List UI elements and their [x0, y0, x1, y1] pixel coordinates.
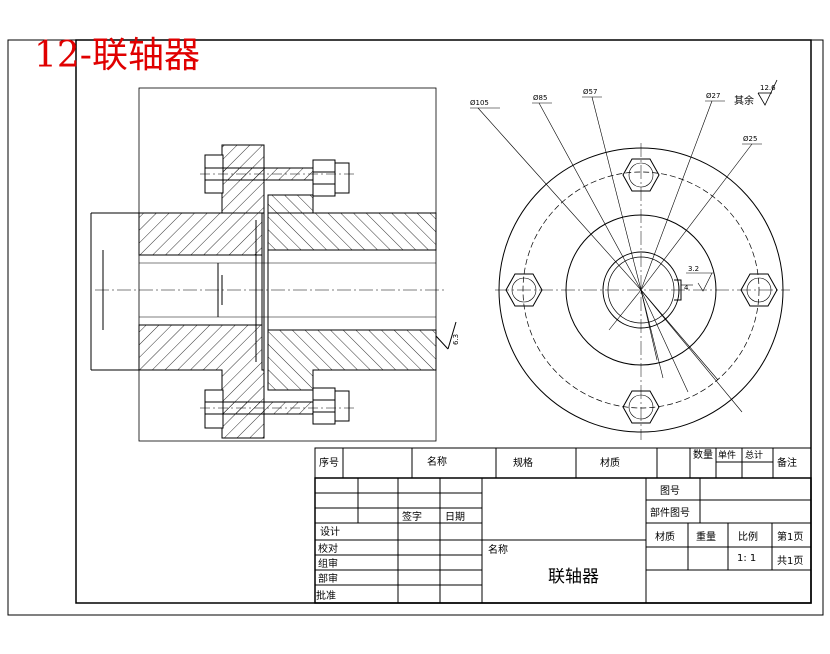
col-unit: 单件	[718, 449, 736, 461]
tb-dept-review: 部审	[318, 572, 338, 585]
parts-table	[314, 447, 812, 479]
col-remark: 备注	[777, 456, 797, 469]
tb-sign: 签字	[402, 510, 422, 523]
tb-design: 设计	[320, 525, 340, 538]
tb-date: 日期	[445, 511, 465, 523]
page-title: 12-联轴器	[34, 35, 200, 76]
tb-name-value: 联轴器	[548, 567, 599, 587]
tb-material: 材质	[655, 530, 675, 543]
dim-d57: Ø57	[583, 88, 597, 96]
tb-check: 校对	[318, 542, 338, 555]
tb-total-sheets: 共1页	[777, 555, 803, 567]
col-name: 名称	[427, 455, 447, 468]
col-material: 材质	[600, 456, 620, 469]
tb-weight: 重量	[696, 530, 716, 543]
keyway-dim: 4	[684, 284, 689, 292]
outer-frame	[7, 39, 824, 616]
end-view	[470, 79, 790, 440]
col-seq: 序号	[319, 456, 339, 469]
surface-finish-left: 6.3	[452, 334, 460, 345]
dim-d27: Ø27	[706, 92, 720, 100]
tb-part-no: 部件图号	[650, 506, 690, 519]
tb-drawing-no: 图号	[660, 485, 680, 497]
rest-roughness-value: 12.6	[760, 84, 776, 92]
title-block	[314, 477, 812, 604]
tb-scale: 比例	[738, 530, 758, 543]
inner-frame	[75, 39, 812, 604]
col-qty: 数量	[693, 448, 713, 461]
dim-d105: Ø105	[470, 99, 489, 107]
keyway-roughness: 3.2	[688, 265, 699, 273]
dim-d25: Ø25	[743, 135, 757, 143]
tb-scale-value: 1: 1	[737, 553, 756, 564]
section-view	[90, 87, 457, 442]
tb-name-label: 名称	[488, 543, 508, 556]
tb-sheet: 第1页	[777, 530, 803, 543]
tb-review: 组审	[318, 557, 338, 570]
tb-approve: 批准	[316, 589, 336, 602]
dim-d85: Ø85	[533, 94, 547, 102]
rest-roughness-label: 其余	[734, 94, 754, 107]
col-total: 总计	[745, 449, 763, 461]
col-spec: 规格	[513, 456, 533, 469]
